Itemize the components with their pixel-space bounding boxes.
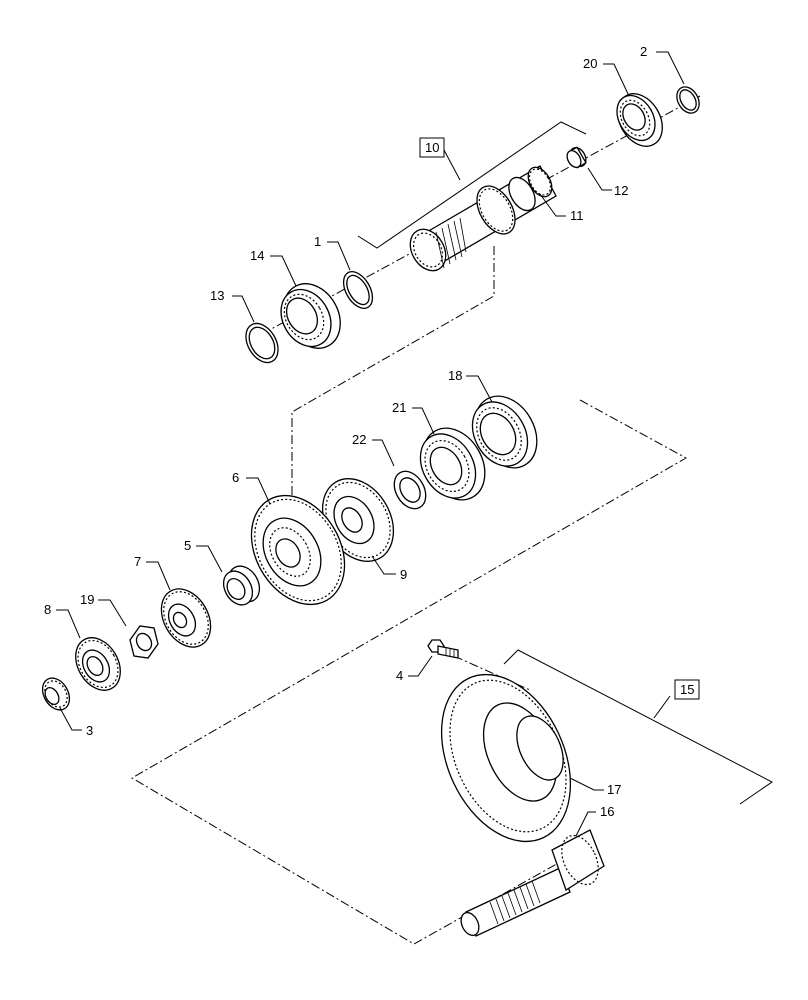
part-13-snap-ring — [245, 322, 279, 364]
part-20-bearing — [616, 93, 663, 147]
part-4-bolt — [427, 639, 459, 659]
callout-12: 12 — [614, 183, 628, 198]
callout-19: 19 — [80, 592, 94, 607]
part-18-bearing — [471, 395, 538, 469]
part-1-snap-ring — [342, 271, 374, 309]
callout-8: 8 — [44, 602, 51, 617]
callout-4: 4 — [396, 668, 403, 683]
callout-labels: 2 20 10 12 11 1 14 13 18 21 22 6 9 5 7 1… — [44, 44, 700, 819]
part-16-pinion-shaft — [460, 829, 605, 937]
part-8-gear — [75, 637, 121, 691]
assembly-dash-lines — [131, 95, 701, 945]
callout-22: 22 — [352, 432, 366, 447]
part-17-ring-gear — [440, 673, 572, 843]
callout-10: 10 — [425, 140, 439, 155]
callout-15: 15 — [680, 682, 694, 697]
callout-10-box — [419, 137, 445, 158]
callout-14: 14 — [250, 248, 264, 263]
callout-11: 11 — [570, 208, 584, 223]
callout-3: 3 — [86, 723, 93, 738]
group-brackets — [357, 121, 773, 805]
callout-18: 18 — [448, 368, 462, 383]
callout-9: 9 — [400, 567, 407, 582]
callout-20: 20 — [583, 56, 597, 71]
callout-2: 2 — [640, 44, 647, 59]
callout-7: 7 — [134, 554, 141, 569]
leader-lines — [56, 51, 685, 837]
callout-13: 13 — [210, 288, 224, 303]
part-5-bushing — [222, 565, 261, 606]
part-19-nut — [129, 625, 159, 659]
callout-6: 6 — [232, 470, 239, 485]
part-10-11-shaft — [409, 165, 557, 272]
part-12-bushing — [566, 146, 587, 169]
callout-21: 21 — [392, 400, 406, 415]
callout-15-box — [674, 679, 700, 700]
part-21-bearing — [419, 427, 486, 501]
part-3-needle-bearing — [41, 677, 71, 711]
part-7-gear — [160, 588, 212, 648]
callout-1: 1 — [314, 234, 321, 249]
part-22-washer — [393, 470, 427, 510]
part-6-gear — [250, 494, 346, 606]
part-2-snap-ring — [676, 86, 700, 114]
callout-17: 17 — [607, 782, 621, 797]
callout-5: 5 — [184, 538, 191, 553]
part-14-bearing — [280, 283, 341, 349]
callout-16: 16 — [600, 804, 614, 819]
